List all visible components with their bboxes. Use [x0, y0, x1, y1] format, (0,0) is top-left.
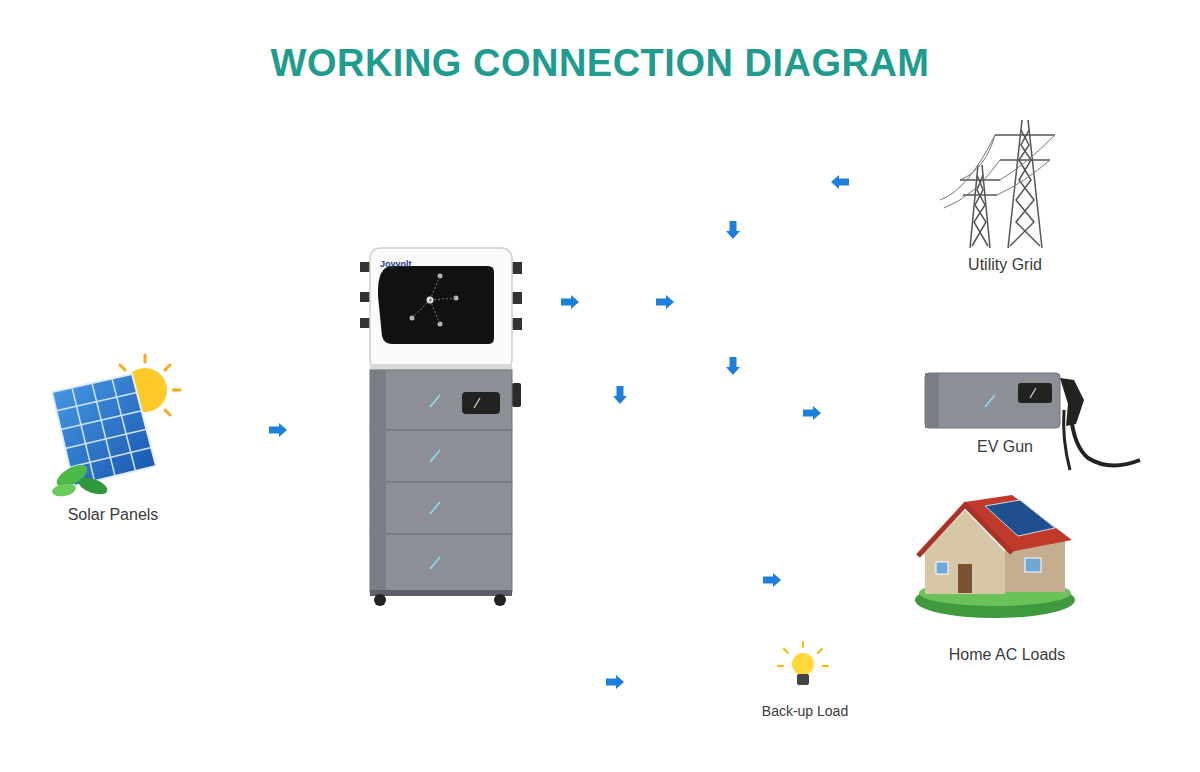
node-label: EV Gun — [977, 438, 1033, 456]
inverter-battery-node: Joyvolt — [368, 246, 514, 602]
transmission-tower-icon — [940, 120, 1055, 248]
backup-load-node: Back-up Load — [755, 640, 855, 725]
solar-panel-node: Solar Panels — [45, 365, 181, 530]
ev-charger-icon — [925, 373, 1140, 470]
node-label: Joyvolt — [380, 259, 412, 269]
solar-panel-icon — [51, 355, 180, 498]
light-bulb-icon — [778, 642, 828, 685]
inverter-battery-unit — [360, 248, 522, 606]
utility-grid-node: Utility Grid — [935, 115, 1075, 280]
home-load-node: Home AC Loads — [912, 490, 1102, 670]
diagram-title: WORKING CONNECTION DIAGRAM — [0, 42, 1200, 86]
flow-arrow — [269, 175, 849, 689]
house-icon — [915, 495, 1075, 618]
ev-charger-node: EV Gun — [922, 370, 1088, 462]
node-label: Home AC Loads — [949, 646, 1066, 664]
node-label: Back-up Load — [762, 703, 848, 719]
node-label: Solar Panels — [68, 506, 159, 524]
node-label: Utility Grid — [968, 256, 1042, 274]
